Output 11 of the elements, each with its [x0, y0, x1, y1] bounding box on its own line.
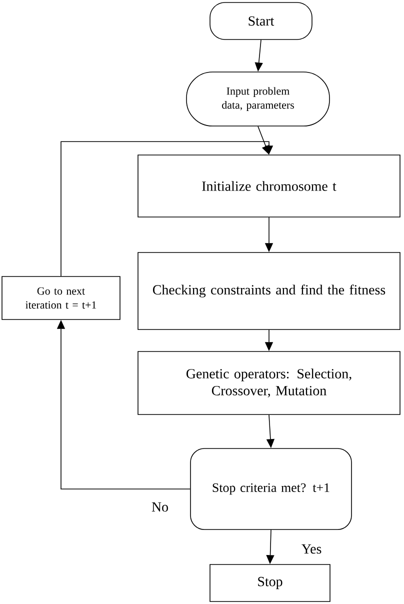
arrow [60, 141, 274, 276]
process-box: Initialize chromosome t [138, 154, 400, 218]
process-box: Genetic operators: Selection, Crossover, Mutation [138, 351, 400, 415]
edge-label: Yes [302, 544, 322, 554]
process-box: Go to next iteration t = t+1 [2, 276, 120, 320]
terminal-box: Stop [210, 564, 330, 602]
edge-label: No [152, 502, 168, 512]
decision-box: Stop criteria met? t+1 [190, 448, 352, 530]
process-box: Checking constraints and find the fitness [138, 252, 400, 330]
input-terminal: Input problem data, parameters [186, 72, 330, 126]
start-terminal: Start [210, 2, 312, 40]
